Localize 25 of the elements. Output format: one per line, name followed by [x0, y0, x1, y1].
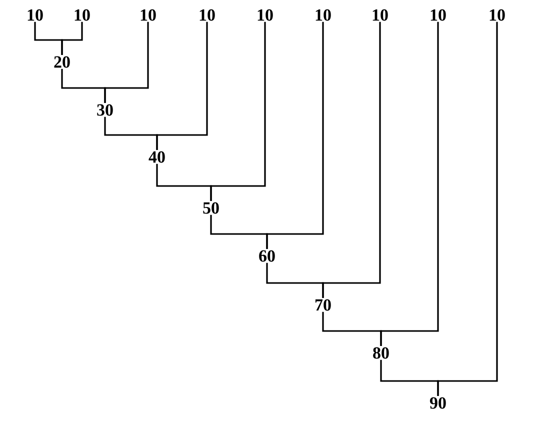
number-label: 80: [373, 347, 389, 359]
number-label: 20: [54, 56, 70, 68]
number-label: 60: [259, 250, 275, 262]
tree-line: [156, 22, 208, 150]
number-label: 30: [97, 104, 113, 116]
number-label: 10: [74, 9, 90, 21]
number-label: 10: [28, 9, 43, 21]
tree-line: [104, 22, 149, 104]
number-label: 50: [203, 202, 219, 214]
number-label: 10: [200, 9, 215, 21]
number-label: 70: [315, 299, 331, 311]
number-label: 40: [148, 151, 165, 163]
number-label: 10: [316, 9, 331, 21]
number-label: 90: [430, 397, 446, 409]
number-label: 10: [430, 9, 446, 21]
tree-line: [437, 22, 498, 396]
tree-line: [322, 22, 381, 298]
number-label: 10: [140, 9, 156, 21]
number-label: 10: [490, 9, 505, 21]
tree-line: [380, 22, 439, 346]
tree-line: [61, 22, 83, 56]
tree-line: [266, 22, 324, 250]
number-label: 10: [372, 9, 388, 21]
tree-line: [210, 22, 266, 202]
number-label: 10: [258, 9, 273, 21]
